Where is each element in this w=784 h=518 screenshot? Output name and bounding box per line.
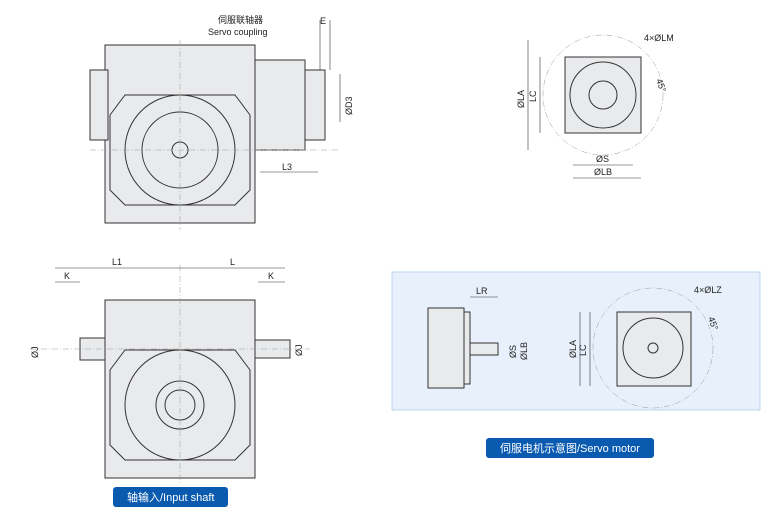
dim-servo-angle: 45° bbox=[706, 315, 720, 332]
dim-s: ØS bbox=[596, 154, 609, 164]
dim-servo-s: ØS bbox=[508, 345, 518, 358]
gearbox-servo-input-view bbox=[89, 20, 341, 230]
dim-lm: 4×ØLM bbox=[644, 33, 674, 43]
dim-k-left: K bbox=[64, 271, 70, 281]
dim-lb: ØLB bbox=[594, 167, 612, 177]
gearbox-shaft-input-view bbox=[30, 265, 310, 485]
dim-j-right: ØJ bbox=[294, 344, 304, 356]
coupling-label-cn: 伺服联轴器 bbox=[218, 14, 263, 25]
servo-motor-caption: 伺服电机示意图/Servo motor bbox=[486, 438, 654, 458]
dim-lc: LC bbox=[528, 90, 538, 102]
input-shaft-caption: 轴输入/Input shaft bbox=[113, 487, 229, 507]
dim-lr: LR bbox=[476, 286, 488, 296]
dim-lz: 4×ØLZ bbox=[694, 285, 722, 295]
dim-servo-lb: ØLB bbox=[519, 342, 529, 360]
dim-d3: ØD3 bbox=[344, 96, 354, 115]
dim-l1: L1 bbox=[112, 257, 122, 267]
dim-angle: 45° bbox=[654, 77, 668, 94]
dim-e: E bbox=[320, 16, 326, 26]
flange-view bbox=[527, 34, 664, 179]
dim-servo-lc: LC bbox=[578, 344, 588, 356]
dim-l3: L3 bbox=[282, 162, 292, 172]
dim-la: ØLA bbox=[516, 90, 526, 108]
servo-motor-view bbox=[427, 287, 714, 409]
dim-l: L bbox=[230, 257, 235, 267]
coupling-label-en: Servo coupling bbox=[208, 27, 268, 37]
dim-servo-la: ØLA bbox=[568, 340, 578, 358]
dim-k-right: K bbox=[268, 271, 274, 281]
dim-j-left: ØJ bbox=[30, 346, 40, 358]
